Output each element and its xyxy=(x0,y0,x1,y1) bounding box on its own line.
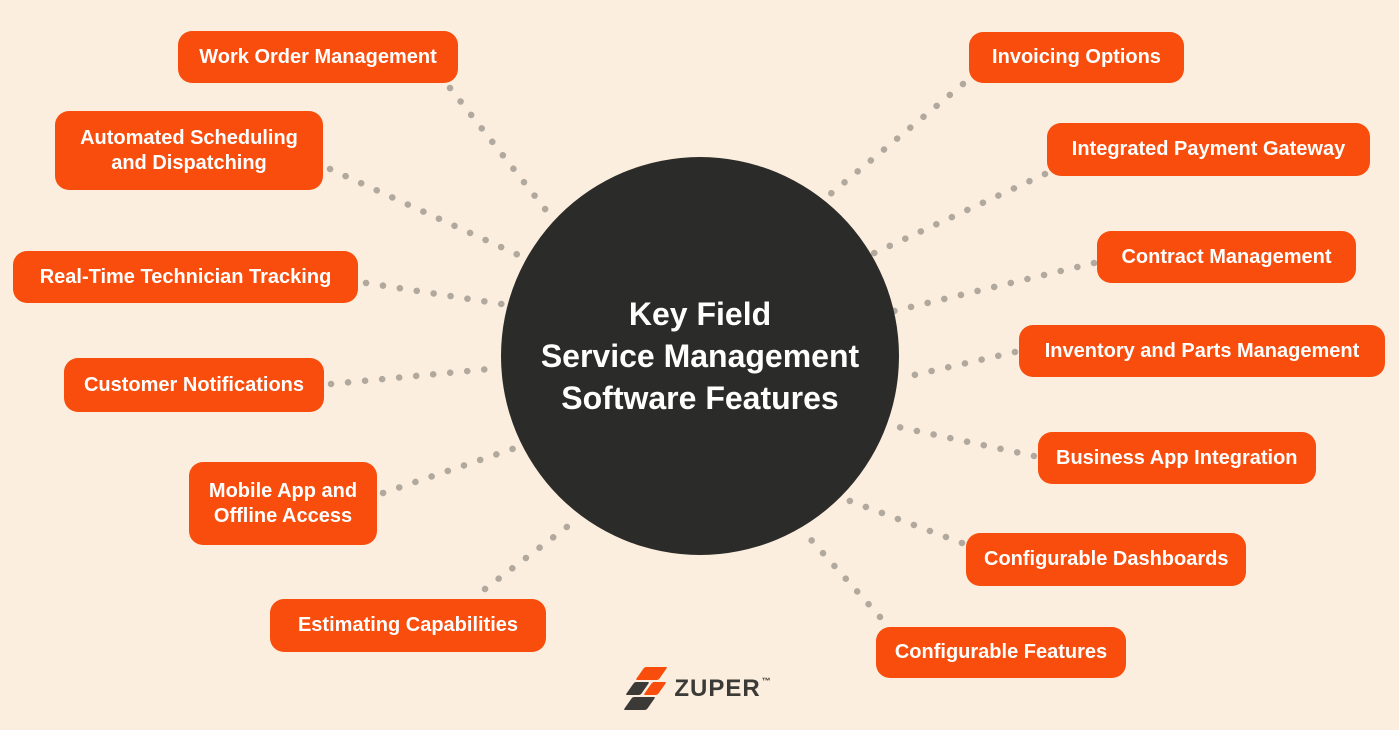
connector-integrated-payment xyxy=(866,170,1049,259)
feature-box-automated-scheduling-dispatching: Automated Scheduling and Dispatching xyxy=(55,111,323,190)
feature-box-integrated-payment-gateway: Integrated Payment Gateway xyxy=(1047,123,1370,176)
central-topic-circle: Key Field Service Management Software Fe… xyxy=(501,157,899,555)
feature-box-work-order-management: Work Order Management xyxy=(178,31,458,83)
feature-box-real-time-technician-tracking: Real-Time Technician Tracking xyxy=(13,251,358,303)
trademark-symbol: ™ xyxy=(761,676,772,686)
zuper-brand-text: ZUPER xyxy=(674,675,761,702)
connector-inventory-parts xyxy=(897,348,1019,382)
connector-mobile-app xyxy=(379,442,525,497)
connector-work-order-management xyxy=(446,84,553,218)
zuper-logo: ZUPER ™ xyxy=(0,666,1399,712)
feature-box-customer-notifications: Customer Notifications xyxy=(64,358,324,412)
connector-business-app-integration xyxy=(885,421,1038,460)
connector-estimating-capabilities xyxy=(481,513,584,593)
feature-box-configurable-dashboards: Configurable Dashboards xyxy=(966,533,1247,586)
zuper-logo-icon xyxy=(623,666,668,712)
connector-configurable-features xyxy=(801,529,884,621)
feature-box-business-app-integration: Business App Integration xyxy=(1038,432,1316,484)
central-title-line-1: Key Field xyxy=(628,296,772,332)
feature-box-configurable-features: Configurable Features xyxy=(876,627,1126,678)
connector-automated-scheduling xyxy=(326,165,529,262)
logo-bar-top-orange xyxy=(635,667,668,680)
feature-box-invoicing-options: Invoicing Options xyxy=(969,32,1184,83)
connector-invoicing-options xyxy=(824,80,967,200)
zuper-logo-wordmark: ZUPER ™ xyxy=(674,675,771,703)
feature-box-estimating-capabilities: Estimating Capabilities xyxy=(270,599,546,652)
connector-configurable-dashboards xyxy=(838,494,966,547)
central-title-line-2: Service Management xyxy=(540,338,860,374)
connector-contract-management xyxy=(890,259,1098,315)
logo-bar-bottom-dark xyxy=(623,697,656,710)
feature-box-mobile-app-offline-access: Mobile App and Offline Access xyxy=(189,462,377,545)
connector-customer-notifications xyxy=(327,364,504,388)
connector-real-time-tracking xyxy=(362,279,512,309)
feature-box-inventory-parts-management: Inventory and Parts Management xyxy=(1019,325,1385,377)
central-title-line-3: Software Features xyxy=(561,380,839,416)
feature-box-contract-management: Contract Management xyxy=(1097,231,1356,283)
